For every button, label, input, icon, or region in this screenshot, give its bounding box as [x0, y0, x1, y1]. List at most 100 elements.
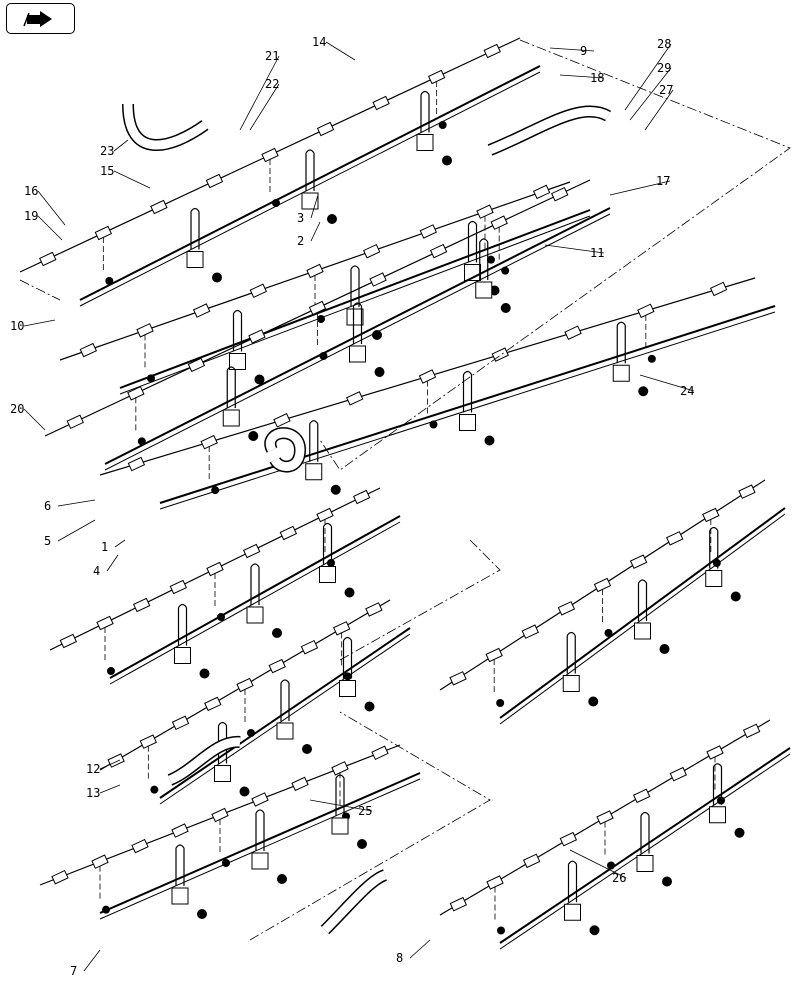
u-bolt — [280, 679, 290, 721]
boom-tube — [119, 209, 591, 389]
mount-bracket — [301, 192, 319, 210]
callout-number: 6 — [44, 499, 51, 513]
callout: 10 — [10, 319, 56, 333]
callout: 17 — [609, 174, 671, 196]
lock-nut — [659, 644, 670, 654]
pipe-fitting — [596, 810, 614, 825]
pipe-fitting — [706, 745, 724, 760]
callout-leader — [37, 215, 63, 241]
pipe-fitting — [139, 734, 158, 749]
pipe-fitting — [521, 624, 539, 639]
pipe-fitting — [204, 696, 222, 712]
pipe-fitting — [248, 329, 266, 344]
pipe-fitting — [352, 489, 371, 505]
callout-number: 23 — [100, 144, 114, 158]
boom-assembly — [44, 179, 611, 471]
hose-parts — [19, 39, 791, 941]
flip-page-arrow-icon — [23, 11, 52, 27]
pipe-fitting — [476, 204, 494, 219]
pipe-fitting — [702, 507, 720, 523]
callout-number: 16 — [24, 184, 38, 198]
u-bolt — [190, 207, 200, 250]
pipe-fitting — [131, 838, 149, 854]
callout-leader — [544, 244, 605, 254]
pipe-fitting — [369, 272, 387, 287]
u-bolt — [335, 774, 345, 816]
mount-bracket — [319, 566, 336, 583]
callout-leader — [99, 784, 121, 794]
callout-number: 29 — [657, 61, 671, 75]
boom-tube — [159, 305, 776, 504]
pipe-fitting — [279, 525, 298, 541]
pipe-fitting — [249, 283, 268, 299]
callout: 2 — [297, 221, 321, 248]
callout-leader — [309, 799, 373, 812]
nozzle-cap — [102, 905, 110, 914]
hose-fill — [488, 107, 611, 155]
callout: 4 — [93, 554, 119, 578]
boom-tube — [104, 207, 611, 465]
hose-fill — [123, 103, 208, 150]
pipe-fitting — [300, 639, 319, 655]
callout: 1 — [101, 539, 126, 554]
pipe-fitting — [371, 745, 389, 761]
u-bolt — [709, 526, 719, 569]
u-bolt — [479, 238, 489, 280]
callout-labels: 1234567891011121314151617181920212223242… — [10, 35, 694, 978]
pipe-fitting — [132, 597, 151, 613]
pipe-fitting — [429, 243, 448, 259]
lock-nut — [277, 874, 287, 884]
callout-number: 14 — [312, 35, 326, 49]
group-outline — [249, 711, 491, 941]
pipe-fitting — [211, 807, 229, 823]
mount-bracket — [305, 463, 323, 481]
mount-bracket — [475, 281, 493, 299]
callout-number: 9 — [580, 44, 587, 58]
boom-assembly — [439, 479, 786, 725]
callout-number: 4 — [93, 564, 100, 578]
pipe-fitting — [483, 43, 501, 59]
callout-leader — [559, 74, 605, 79]
pipe-fitting — [96, 615, 114, 631]
callout-leader — [113, 170, 151, 189]
mount-bracket — [251, 852, 269, 870]
hose-fill — [265, 428, 305, 471]
lock-nut — [344, 587, 355, 598]
callout: 5 — [44, 519, 96, 548]
boom-assembly — [49, 487, 401, 685]
pipe-fitting — [418, 369, 437, 384]
lock-nut — [662, 876, 672, 887]
pipe-fitting — [629, 554, 648, 569]
pipe-fitting — [51, 869, 69, 885]
mount-bracket — [229, 353, 246, 370]
callout: 11 — [544, 244, 605, 260]
navigation-button[interactable] — [6, 3, 75, 34]
callout-leader — [37, 190, 66, 226]
callout: 6 — [44, 499, 96, 513]
boom-assembly — [59, 181, 591, 395]
nozzle-cap — [147, 374, 155, 383]
u-bolt — [467, 220, 478, 263]
mount-bracket — [222, 409, 240, 427]
callout-leader — [325, 41, 356, 61]
pipe-fitting — [490, 215, 508, 230]
nozzle-cap — [429, 420, 438, 429]
callout-number: 21 — [265, 49, 279, 63]
callout-number: 19 — [24, 209, 38, 223]
boom-tube-edge — [499, 513, 786, 725]
pipe-fitting — [150, 199, 168, 215]
u-bolt — [342, 636, 353, 679]
callout-leader — [409, 939, 431, 959]
nozzle-cap — [317, 315, 325, 323]
callout-number: 2 — [297, 234, 304, 248]
callout-leader — [609, 180, 671, 196]
lock-nut — [254, 374, 265, 385]
lock-nut — [239, 786, 250, 797]
pipe-fitting — [251, 792, 269, 807]
u-bolt — [255, 809, 265, 851]
pipe-fitting — [291, 776, 309, 792]
mount-bracket — [186, 251, 204, 268]
boom-tube — [99, 772, 421, 914]
callout-leader — [549, 47, 595, 52]
boom-tube — [109, 515, 401, 679]
